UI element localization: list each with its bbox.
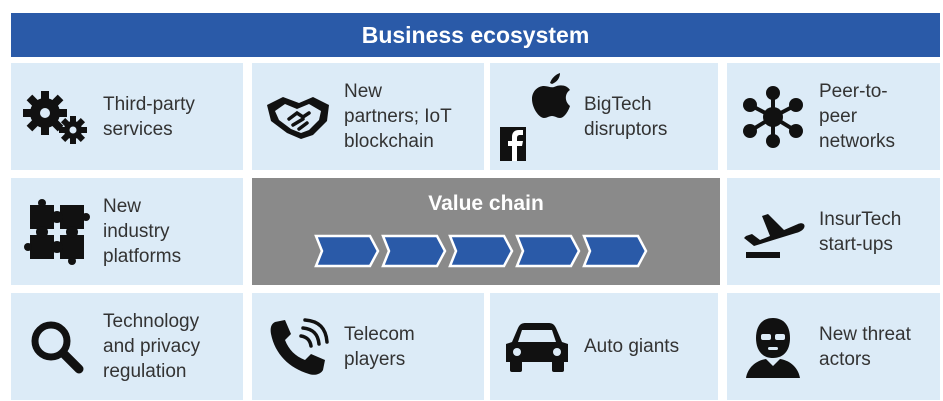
regulation-label: Technology and privacy regulation [103,311,201,382]
cell-telecom: Telecom players [252,293,484,400]
network-icon [727,85,819,149]
chevron-1 [314,234,380,268]
insurtech-label: InsurTech start-ups [819,208,902,255]
airplane-takeoff-icon [727,202,819,262]
cell-new-partners: New partners; IoT blockchain [252,63,484,170]
header-title: Business ecosystem [361,21,590,48]
phone-icon [252,316,344,378]
cell-bigtech: BigTech disruptors [490,63,718,170]
puzzle-icon [11,198,103,265]
peer-to-peer-label: Peer-to- peer networks [819,81,896,152]
cell-threat: New threat actors [727,293,940,400]
handshake-icon [252,89,344,145]
threat-label: New threat actors [819,323,911,370]
gears-icon [11,87,103,147]
masked-person-icon [727,314,819,380]
auto-label: Auto giants [584,336,680,357]
bigtech-label: BigTech disruptors [584,93,668,140]
telecom-label: Telecom players [344,323,415,370]
new-partners-label: New partners; IoT blockchain [344,81,452,152]
chevron-5 [582,234,648,268]
business-ecosystem-header: Business ecosystem [11,13,940,57]
chevron-3 [448,234,514,268]
apple-facebook-icon [490,63,584,170]
cell-auto: Auto giants [490,293,718,400]
cell-regulation: Technology and privacy regulation [11,293,243,400]
car-icon [490,320,584,374]
chevron-4 [515,234,581,268]
value-chain-chevrons [314,234,648,268]
industry-platforms-label: New industry platforms [103,196,182,267]
magnifier-icon [11,317,103,377]
cell-third-party: Third-party services [11,63,243,170]
cell-industry-platforms: New industry platforms [11,178,243,285]
chevron-2 [381,234,447,268]
cell-insurtech: InsurTech start-ups [727,178,940,285]
third-party-label: Third-party services [103,93,195,140]
cell-peer-to-peer: Peer-to- peer networks [727,63,940,170]
value-chain-title: Value chain [428,192,544,215]
value-chain-panel: Value chain [252,178,720,285]
